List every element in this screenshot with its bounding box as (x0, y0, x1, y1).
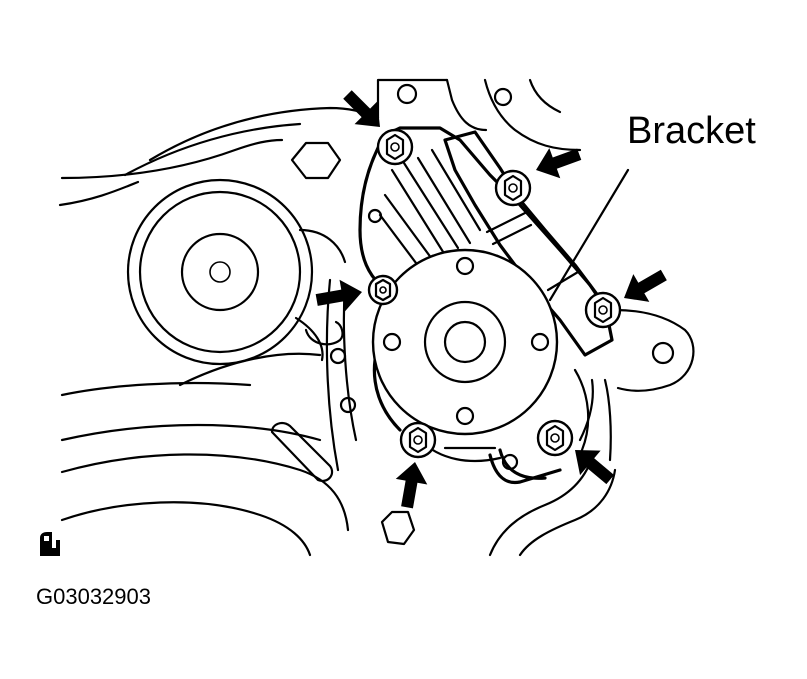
callout-arrows (315, 90, 667, 509)
sealant-symbol-icon (40, 532, 60, 556)
bolt-left-middle (367, 274, 399, 306)
figure-code: G03032903 (36, 584, 151, 609)
arrow-to-bolt-right-middle (624, 269, 667, 302)
pump-pulley (371, 248, 559, 436)
bracket-label: Bracket (627, 110, 756, 152)
arrow-to-bolt-left-middle (315, 279, 362, 312)
arrow-to-bolt-top-right (536, 148, 582, 179)
bolt-top-left (376, 128, 414, 166)
arrow-to-bolt-bottom-left (395, 462, 428, 509)
bolt-right-middle (584, 291, 622, 329)
bolts (367, 128, 622, 459)
bolt-bottom-left (399, 421, 437, 459)
arrow-to-bolt-top-left (343, 90, 380, 127)
bolt-top-right (494, 169, 532, 207)
arrow-to-bolt-bottom-right (575, 450, 615, 485)
bracket-leader-line (548, 168, 630, 302)
bolt-bottom-right (536, 419, 574, 457)
